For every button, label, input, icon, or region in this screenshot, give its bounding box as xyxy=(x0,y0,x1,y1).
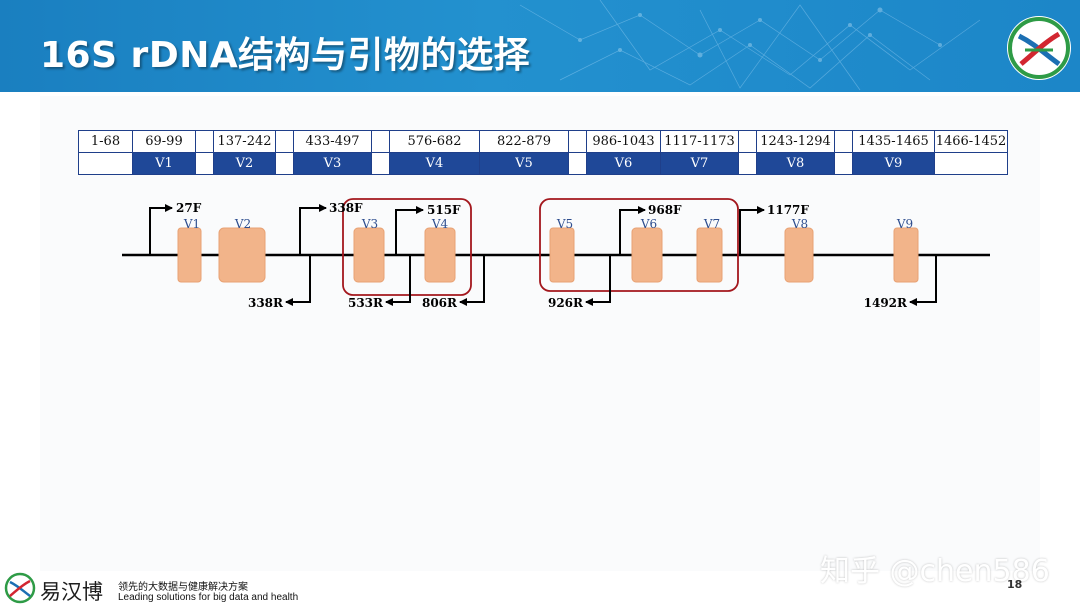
position-cell xyxy=(834,130,853,153)
region-box-v4 xyxy=(424,227,456,283)
region-box-v2 xyxy=(218,227,266,283)
variable-cell: V6 xyxy=(586,152,661,175)
region-label: V2 xyxy=(234,217,251,231)
v5-v7-highlight-box xyxy=(539,198,739,292)
variable-cell xyxy=(78,152,133,175)
variable-cell xyxy=(568,152,587,175)
brand-logo-icon xyxy=(4,572,36,604)
variable-cell xyxy=(834,152,853,175)
variable-region-row: V1 V2 V3 V4 V5 V6 V7 V8 V9 xyxy=(78,152,1008,175)
content-panel xyxy=(40,96,1040,571)
variable-cell xyxy=(371,152,390,175)
region-label: V3 xyxy=(361,217,378,231)
primer-label-forward: 27F xyxy=(176,201,202,215)
primer-arrow-533r xyxy=(385,255,411,306)
position-cell: 433-497 xyxy=(293,130,372,153)
primer-arrow-27f xyxy=(149,204,173,255)
variable-cell: V8 xyxy=(756,152,835,175)
region-box-v9 xyxy=(893,227,919,283)
position-cell: 1243-1294 xyxy=(756,130,835,153)
position-cell: 822-879 xyxy=(479,130,569,153)
primer-label-forward: 338F xyxy=(329,201,363,215)
primer-label-reverse: 338R xyxy=(248,296,284,310)
region-label: V4 xyxy=(431,217,449,231)
region-label: V5 xyxy=(556,217,573,231)
region-box-v6 xyxy=(631,227,663,283)
slide-title: 16S rDNA结构与引物的选择 xyxy=(40,35,531,76)
position-cell: 69-99 xyxy=(132,130,196,153)
region-label: V1 xyxy=(183,217,200,231)
variable-cell: V3 xyxy=(293,152,372,175)
variable-cell: V9 xyxy=(852,152,935,175)
primer-arrow-1177f xyxy=(739,206,765,255)
primer-label-forward: 968F xyxy=(648,203,682,217)
variable-cell xyxy=(738,152,757,175)
variable-cell xyxy=(934,152,1008,175)
primer-label-reverse: 1492R xyxy=(864,296,908,310)
region-label: V8 xyxy=(791,217,808,231)
primer-label-reverse: 926R xyxy=(548,296,584,310)
variable-cell: V2 xyxy=(213,152,276,175)
network-pattern xyxy=(519,0,981,91)
variable-cell: V7 xyxy=(660,152,739,175)
position-row: 1-68 69-99 137-242 433-497 576-682 822-8… xyxy=(78,130,1008,153)
watermark: 知乎 @chen586 xyxy=(820,554,1050,589)
tagline-en: Leading solutions for big data and healt… xyxy=(118,592,299,603)
primer-arrow-806r xyxy=(459,255,485,306)
page-number: 18 xyxy=(1007,578,1023,591)
position-cell: 1-68 xyxy=(78,130,133,153)
region-box-v5 xyxy=(549,227,575,283)
primer-label-reverse: 533R xyxy=(348,296,384,310)
position-cell: 1435-1465 xyxy=(852,130,935,153)
primer-arrow-515f xyxy=(395,206,424,255)
region-label: V7 xyxy=(703,217,720,231)
primer-label-reverse: 806R xyxy=(422,296,458,310)
v3-v4-highlight-box xyxy=(342,198,472,296)
variable-cell xyxy=(195,152,214,175)
slide-header: 16S rDNA结构与引物的选择 xyxy=(0,0,1080,92)
region-label: V9 xyxy=(896,217,913,231)
region-box-v8 xyxy=(784,227,814,283)
brand-name: 易汉博 xyxy=(40,580,103,604)
variable-cell: V5 xyxy=(479,152,569,175)
position-cell: 576-682 xyxy=(389,130,480,153)
region-table: 1-68 69-99 137-242 433-497 576-682 822-8… xyxy=(78,130,1008,175)
tagline-cn: 领先的大数据与健康解决方案 xyxy=(118,582,248,593)
primer-arrow-926r xyxy=(585,255,611,306)
primer-label-forward: 515F xyxy=(427,203,461,217)
position-cell xyxy=(371,130,390,153)
primer-arrow-338f xyxy=(299,204,327,255)
region-box-v3 xyxy=(353,227,385,283)
region-label: V6 xyxy=(640,217,657,231)
region-box-v7 xyxy=(696,227,723,283)
primer-arrow-968f xyxy=(619,206,646,255)
region-box-v1 xyxy=(177,227,202,283)
company-logo-icon xyxy=(1007,16,1071,80)
variable-cell: V4 xyxy=(389,152,480,175)
primer-arrow-338r xyxy=(285,255,311,306)
primer-label-forward: 1177F xyxy=(767,203,809,217)
position-cell: 137-242 xyxy=(213,130,276,153)
primer-arrow-1492r xyxy=(909,255,937,306)
